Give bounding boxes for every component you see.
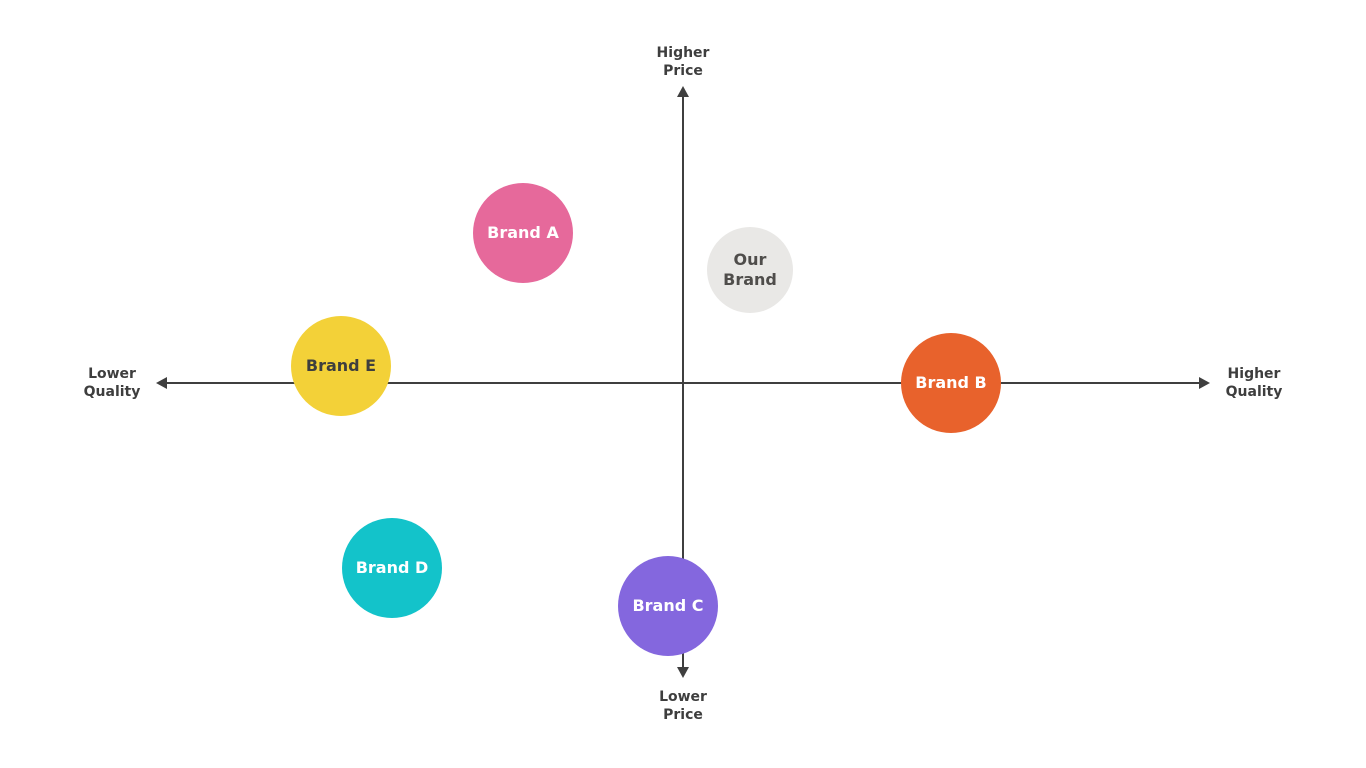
brand-bubble-brand-b: Brand B — [901, 333, 1001, 433]
brand-bubble-our-brand: Our Brand — [707, 227, 793, 313]
arrow-right-icon — [1199, 377, 1210, 389]
arrow-down-icon — [677, 667, 689, 678]
arrow-up-icon — [677, 86, 689, 97]
axis-label-higher-price: Higher Price — [656, 45, 710, 79]
bubble-label: Brand B — [915, 373, 987, 392]
axis-label-lower-quality: Lower Quality — [83, 366, 141, 400]
brand-bubble-brand-a: Brand A — [473, 183, 573, 283]
quality-axis-line — [161, 382, 1205, 384]
bubble-label: Brand A — [487, 223, 559, 242]
brand-bubble-brand-d: Brand D — [342, 518, 442, 618]
arrow-left-icon — [156, 377, 167, 389]
bubble-label: Our Brand — [723, 250, 777, 289]
bubble-label: Brand E — [305, 356, 377, 375]
bubble-label: Brand D — [355, 558, 429, 577]
axis-label-higher-quality: Higher Quality — [1225, 366, 1283, 400]
brand-bubble-brand-e: Brand E — [291, 316, 391, 416]
axis-label-lower-price: Lower Price — [659, 689, 707, 723]
brand-bubble-brand-c: Brand C — [618, 556, 718, 656]
bubble-label: Brand C — [632, 596, 704, 615]
